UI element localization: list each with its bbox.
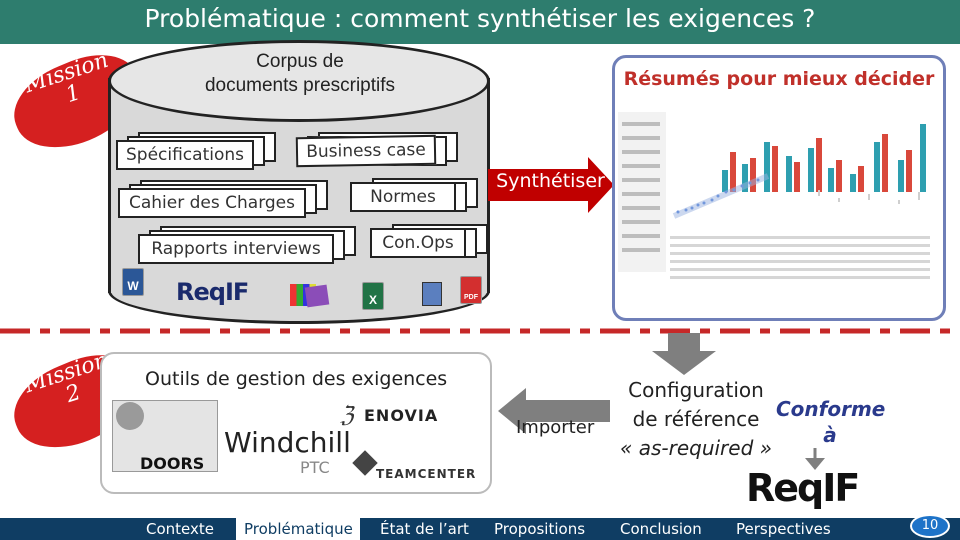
doc-label-business-case: Business case (295, 134, 437, 168)
conforme-text: Conforme à (776, 396, 886, 448)
synthesize-arrow (488, 157, 614, 213)
dashboard-screenshot (618, 112, 940, 312)
nav-problematique[interactable]: Problématique (244, 520, 353, 538)
doc-label-normes: Normes (350, 182, 456, 212)
corpus-label-line1: Corpus de (256, 51, 344, 72)
corpus-cylinder-top (108, 40, 490, 122)
page-number-badge: 10 (910, 514, 950, 538)
conforme-arrow (805, 448, 825, 470)
importer-arrow (498, 388, 610, 434)
down-arrow (652, 333, 716, 375)
dashboard-title: Résumés pour mieux décider (623, 68, 935, 90)
word-icon: W (122, 268, 144, 296)
conforme-line2: à (823, 423, 837, 447)
onenote-icon (304, 284, 330, 308)
windchill-logo: Windchill (224, 426, 351, 459)
enovia-logo: ENOVIA (364, 406, 439, 425)
corpus-label: Corpus de documents prescriptifs (150, 50, 450, 98)
nav-propositions[interactable]: Propositions (494, 520, 586, 538)
nav-conclusion[interactable]: Conclusion (620, 520, 702, 538)
configuration-line1: Configuration (628, 378, 764, 402)
doc-stack-con-ops: Con.Ops (370, 224, 488, 262)
synthesize-label: Synthétiser (496, 170, 605, 192)
doc-label-rapports-interviews: Rapports interviews (138, 234, 334, 264)
conforme-line1: Conforme (776, 397, 886, 421)
corpus-label-line2: documents prescriptifs (204, 75, 396, 96)
doors-screenshot (112, 400, 218, 472)
reqif-logo-bottom: ReqIF (746, 466, 860, 510)
configuration-line2: de référence (632, 407, 760, 431)
doc-stack-normes: Normes (350, 178, 478, 216)
doors-logo: DOORS (140, 454, 205, 473)
doc-stack-rapports-interviews: Rapports interviews (138, 226, 356, 264)
nav-perspectives[interactable]: Perspectives (736, 520, 831, 538)
doc-label-specifications: Spécifications (116, 140, 254, 170)
doc-label-con-ops: Con.Ops (370, 228, 466, 258)
enovia-icon: ℨ (340, 403, 354, 428)
excel-icon: X (362, 282, 384, 310)
nav-contexte[interactable]: Contexte (146, 520, 214, 538)
document-icon (422, 282, 442, 306)
doc-label-cahier-des-charges: Cahier des Charges (118, 188, 306, 218)
configuration-line3: « as-required » (620, 436, 772, 460)
slide-title: Problématique : comment synthétiser les … (144, 4, 816, 33)
teamcenter-logo: TEAMCENTER (376, 467, 477, 481)
configuration-text: Configuration de référence « as-required… (612, 376, 780, 463)
ibm-badge-icon (116, 402, 144, 430)
nav-active-highlight (236, 517, 360, 540)
tools-title: Outils de gestion des exigences (145, 368, 448, 390)
nav-etat-de-l-art[interactable]: État de l’art (380, 520, 469, 538)
mission-separator (0, 328, 960, 334)
reqif-logo-top: ReqIF (176, 278, 249, 306)
title-bar (0, 0, 960, 44)
importer-label: Importer (516, 417, 595, 438)
pdf-icon: PDF (460, 276, 482, 304)
doc-stack-specifications: Spécifications (116, 132, 276, 170)
doc-stack-business-case: Business case (295, 132, 458, 170)
doc-stack-cahier-des-charges: Cahier des Charges (118, 180, 328, 218)
ptc-logo: PTC (300, 458, 330, 477)
